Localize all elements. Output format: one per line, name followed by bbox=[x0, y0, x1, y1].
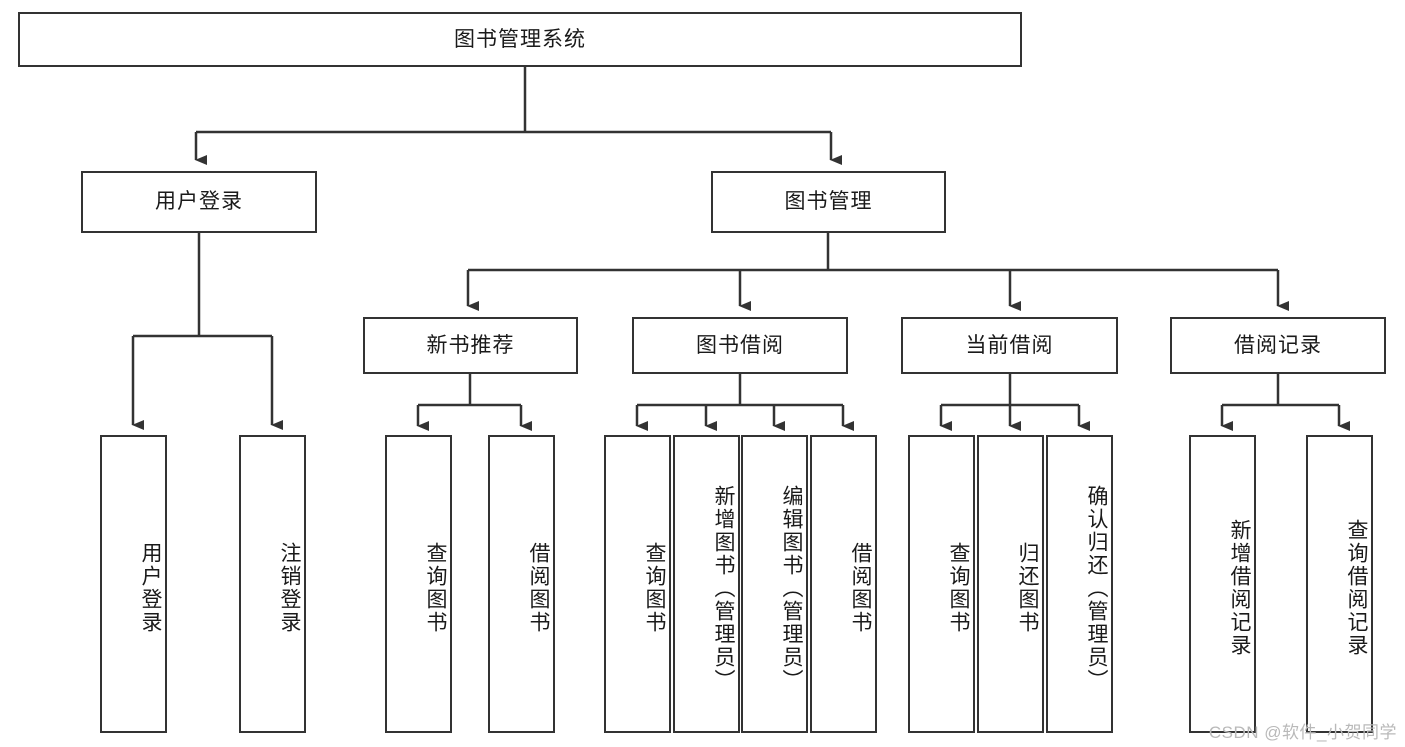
node-book-manage[interactable]: 图书管理 bbox=[711, 171, 946, 233]
node-leaf-borrow-book-1-label: 借阅图书 bbox=[527, 542, 550, 634]
node-leaf-confirm-return[interactable]: 确认归还（管理员） bbox=[1046, 435, 1113, 733]
node-borrow-record-label: 借阅记录 bbox=[1234, 333, 1322, 357]
node-leaf-add-book[interactable]: 新增图书（管理员） bbox=[673, 435, 740, 733]
node-root[interactable]: 图书管理系统 bbox=[18, 12, 1022, 67]
node-leaf-return-book-label: 归还图书 bbox=[1016, 542, 1039, 634]
node-leaf-logout[interactable]: 注销登录 bbox=[239, 435, 306, 733]
node-book-manage-label: 图书管理 bbox=[784, 190, 873, 214]
node-leaf-query-book-3-label: 查询图书 bbox=[947, 542, 970, 634]
node-new-book-rec-label: 新书推荐 bbox=[426, 333, 515, 357]
node-leaf-confirm-return-label: 确认归还（管理员） bbox=[1085, 484, 1108, 692]
node-leaf-add-record-label: 新增借阅记录 bbox=[1228, 519, 1251, 657]
node-leaf-edit-book-label: 编辑图书（管理员） bbox=[780, 484, 803, 692]
node-user-login-label: 用户登录 bbox=[155, 190, 243, 214]
node-leaf-user-login-label: 用户登录 bbox=[139, 542, 162, 634]
node-leaf-borrow-book-1[interactable]: 借阅图书 bbox=[488, 435, 555, 733]
node-new-book-rec[interactable]: 新书推荐 bbox=[363, 317, 578, 374]
node-leaf-add-record[interactable]: 新增借阅记录 bbox=[1189, 435, 1256, 733]
node-current-borrow[interactable]: 当前借阅 bbox=[901, 317, 1118, 374]
node-current-borrow-label: 当前借阅 bbox=[965, 333, 1054, 357]
node-leaf-query-book-3[interactable]: 查询图书 bbox=[908, 435, 975, 733]
node-leaf-query-book-2[interactable]: 查询图书 bbox=[604, 435, 671, 733]
node-root-label: 图书管理系统 bbox=[454, 27, 586, 51]
node-leaf-borrow-book-2[interactable]: 借阅图书 bbox=[810, 435, 877, 733]
node-leaf-query-book-2-label: 查询图书 bbox=[643, 542, 666, 634]
node-borrow-record[interactable]: 借阅记录 bbox=[1170, 317, 1386, 374]
node-leaf-query-book-1[interactable]: 查询图书 bbox=[385, 435, 452, 733]
node-leaf-return-book[interactable]: 归还图书 bbox=[977, 435, 1044, 733]
node-leaf-edit-book[interactable]: 编辑图书（管理员） bbox=[741, 435, 808, 733]
node-leaf-query-record[interactable]: 查询借阅记录 bbox=[1306, 435, 1373, 733]
node-leaf-query-book-1-label: 查询图书 bbox=[424, 542, 447, 634]
node-user-login[interactable]: 用户登录 bbox=[81, 171, 317, 233]
csdn-watermark: CSDN @软件_小贺同学 bbox=[1208, 723, 1397, 742]
node-leaf-user-login[interactable]: 用户登录 bbox=[100, 435, 167, 733]
node-book-borrow[interactable]: 图书借阅 bbox=[632, 317, 848, 374]
node-leaf-query-record-label: 查询借阅记录 bbox=[1345, 519, 1368, 657]
node-leaf-logout-label: 注销登录 bbox=[278, 542, 301, 634]
node-leaf-borrow-book-2-label: 借阅图书 bbox=[849, 542, 872, 634]
node-book-borrow-label: 图书借阅 bbox=[696, 333, 784, 357]
node-leaf-add-book-label: 新增图书（管理员） bbox=[712, 484, 735, 692]
